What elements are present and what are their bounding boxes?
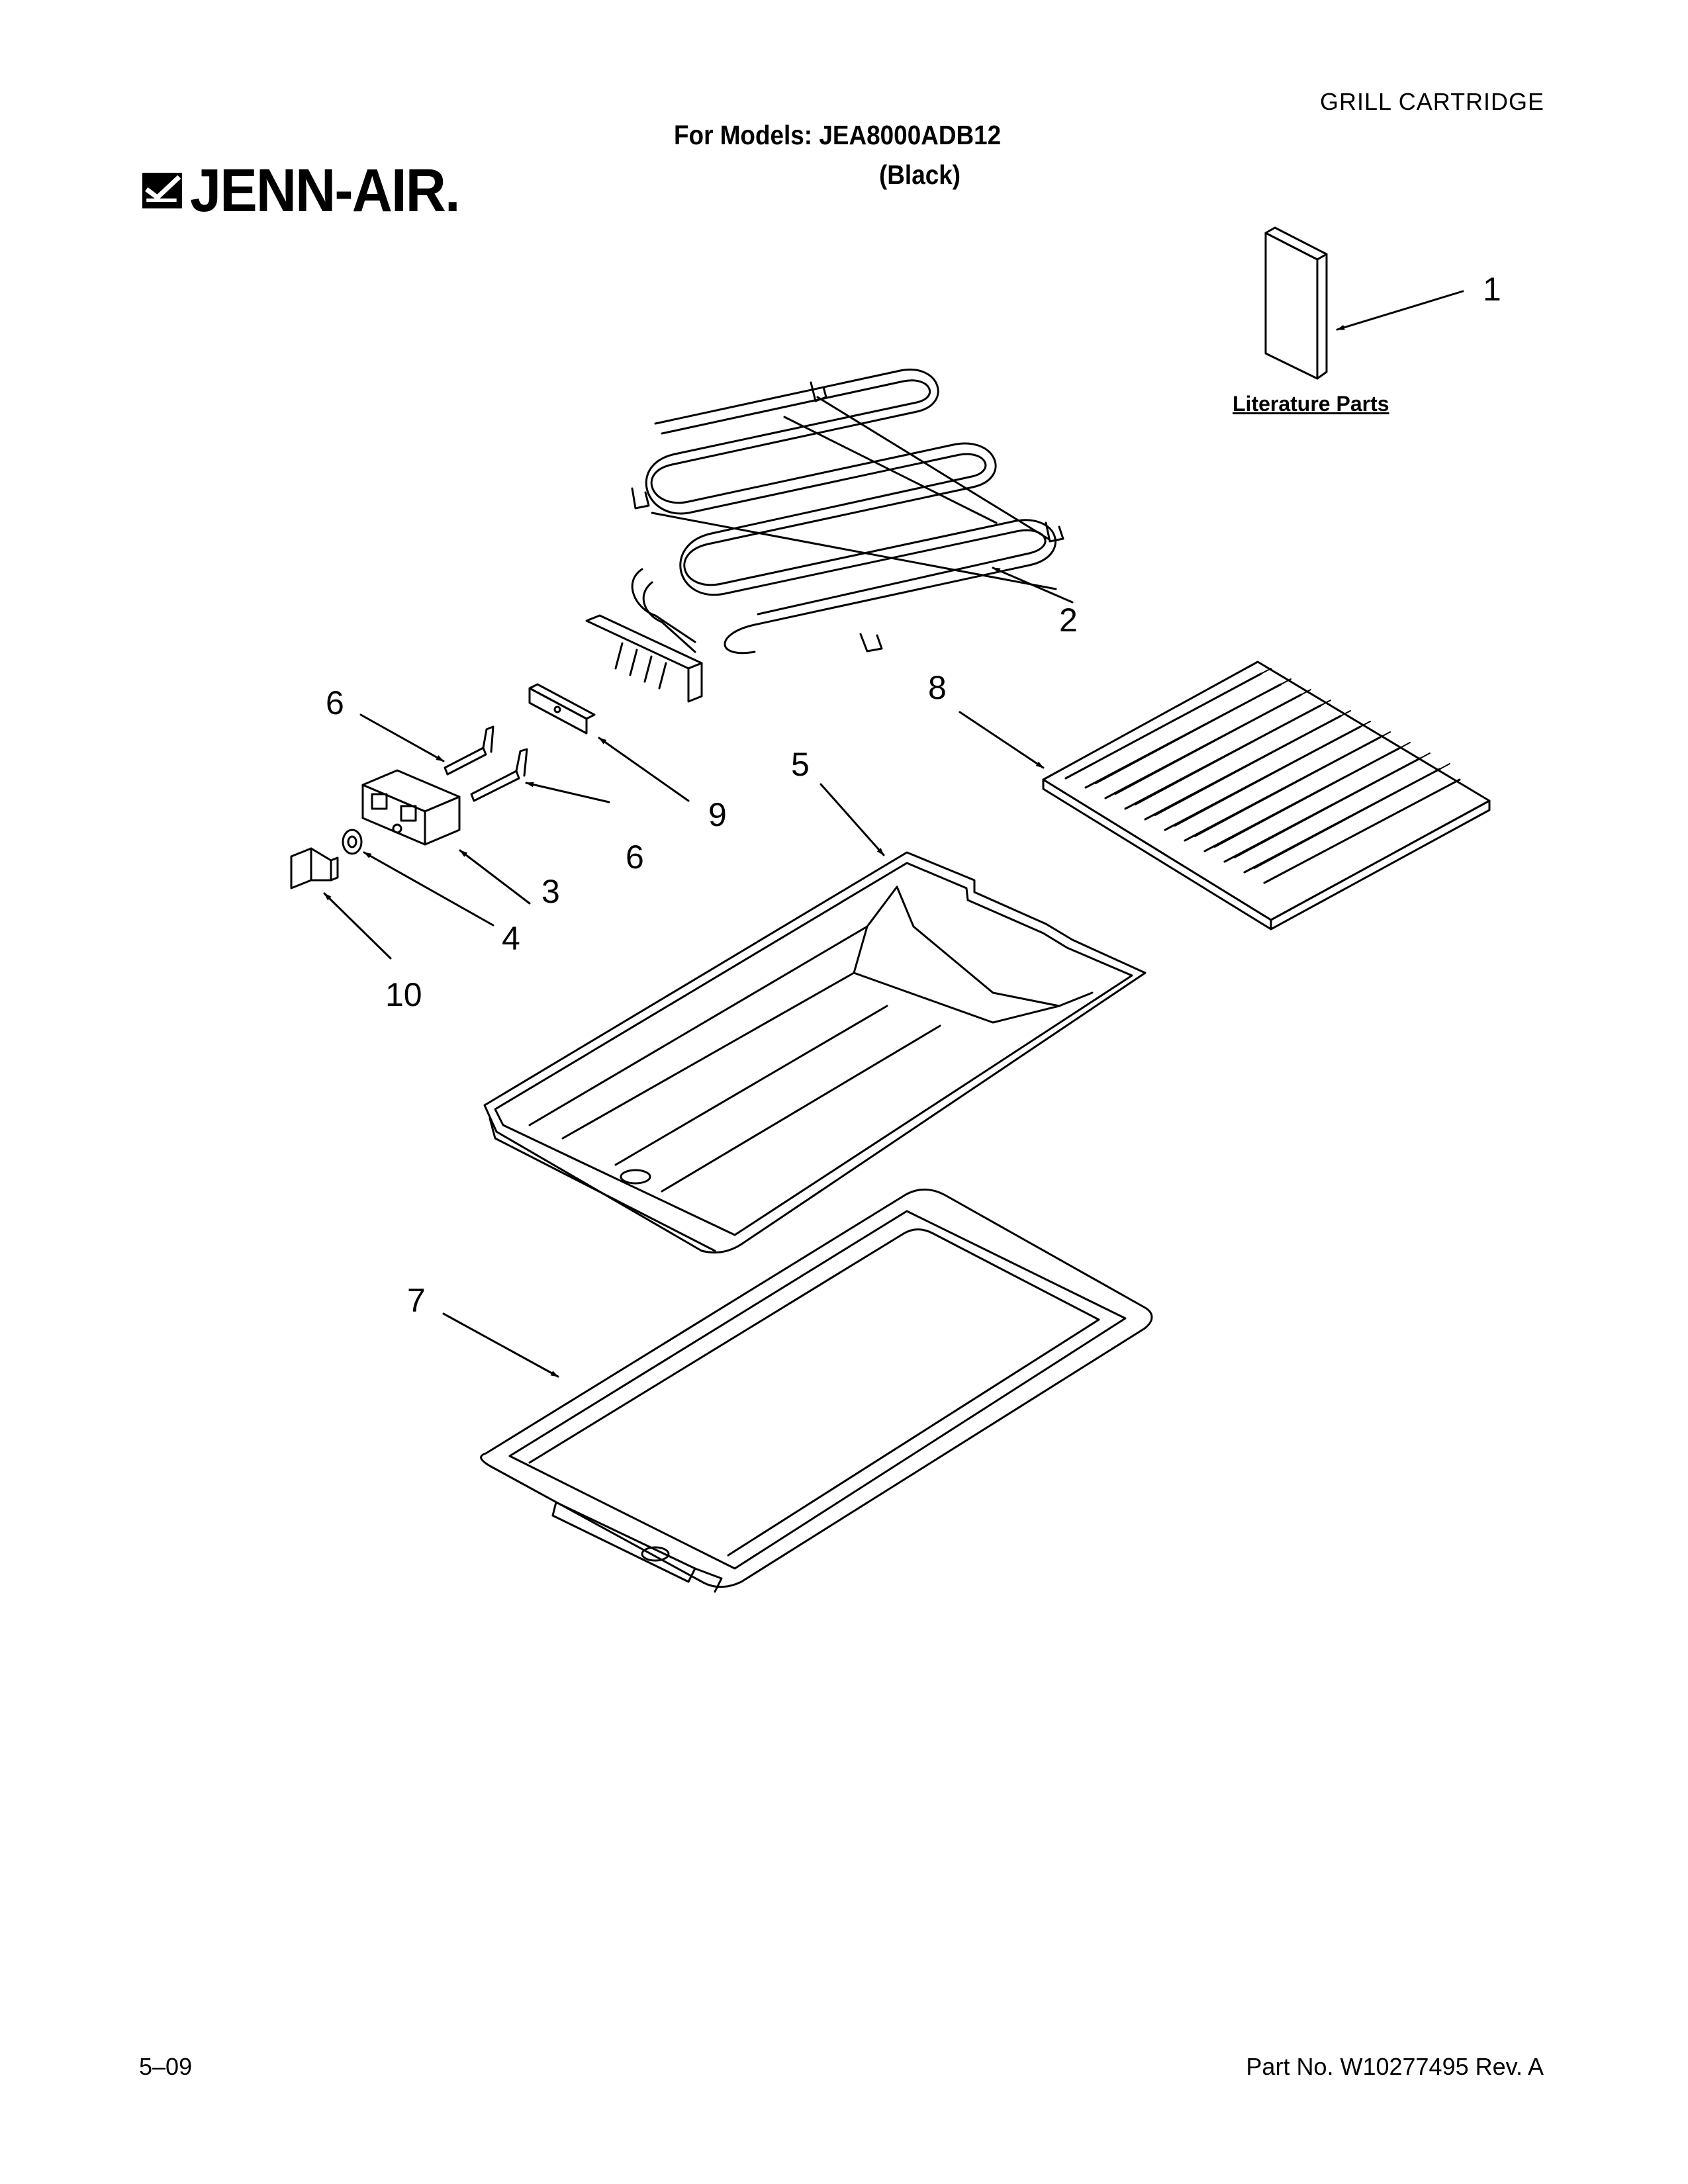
- washer: [342, 829, 363, 855]
- part-number: Part No. W10277495 Rev. A: [1246, 2053, 1544, 2080]
- heating-element: [585, 369, 1064, 703]
- callout-5: 5: [791, 746, 810, 783]
- brand-name: JENN-AIR.: [190, 156, 461, 224]
- section-title: GRILL CARTRIDGE: [1320, 88, 1545, 115]
- grill-grate: [1042, 660, 1491, 931]
- brand-logo: JENN-AIR.: [142, 151, 483, 230]
- literature-parts-label: Literature Parts: [1233, 392, 1389, 416]
- callout-3: 3: [541, 873, 560, 910]
- clip-upper: [444, 725, 494, 776]
- grill-basin: [483, 851, 1147, 1254]
- clip-lower: [470, 748, 528, 802]
- callout-2: 2: [1059, 602, 1078, 639]
- callout-6-upper: 6: [326, 684, 344, 721]
- drip-pan: [480, 1189, 1153, 1593]
- callout-1: 1: [1483, 271, 1501, 308]
- literature-booklet: [1264, 226, 1328, 380]
- revision-date: 5–09: [139, 2053, 193, 2080]
- bracket: [290, 847, 339, 889]
- callout-10: 10: [385, 976, 422, 1013]
- models-line: For Models: JEA8000ADB12: [674, 120, 1002, 150]
- color-line: (Black): [879, 159, 961, 190]
- callout-4: 4: [502, 920, 520, 957]
- callout-7: 7: [407, 1282, 426, 1319]
- callout-8: 8: [928, 669, 947, 706]
- callout-9: 9: [708, 796, 727, 833]
- terminal-block: [361, 769, 461, 846]
- brand-mark-icon: [142, 173, 182, 208]
- cover-plate: [528, 683, 596, 735]
- callout-6-lower: 6: [626, 839, 644, 876]
